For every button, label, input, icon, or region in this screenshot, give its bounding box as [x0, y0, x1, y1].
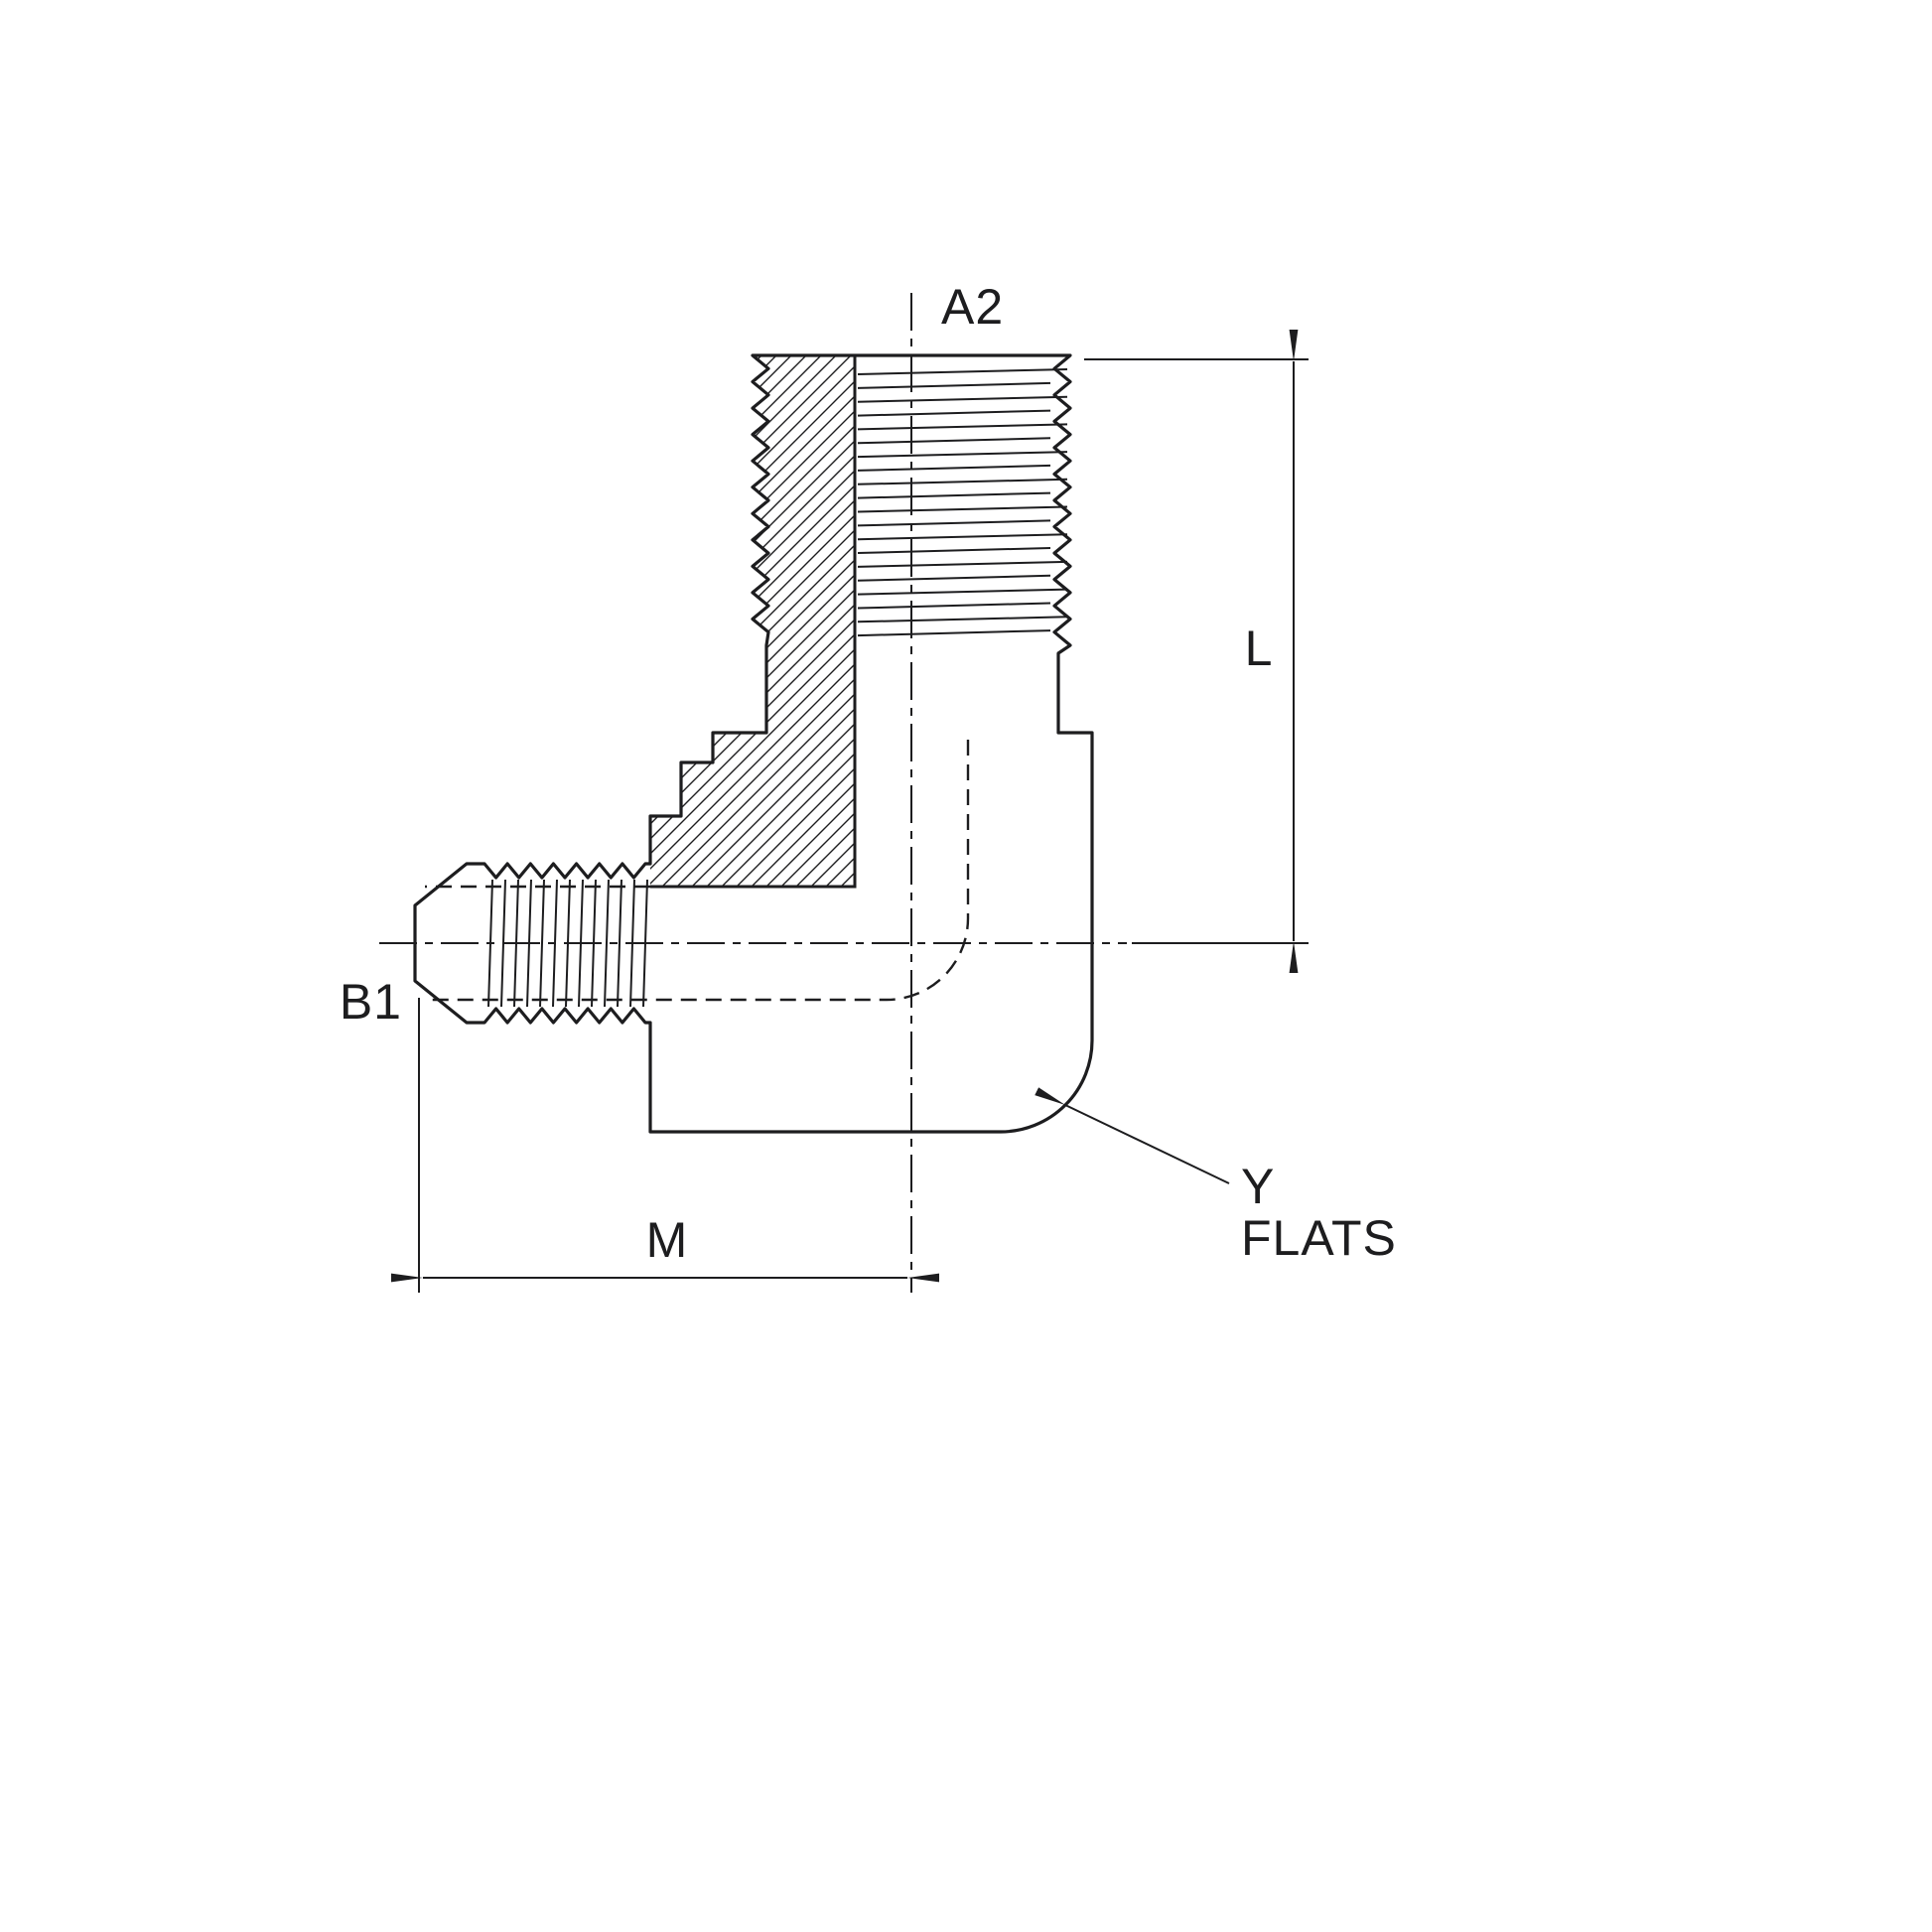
section-hatching: [650, 355, 855, 887]
fitting-outline: [413, 353, 1094, 1134]
flats-leader-line: [1035, 1087, 1230, 1184]
bore-section-lines: [650, 355, 857, 889]
label-b1: B1: [340, 974, 402, 1030]
extension-lines: [418, 358, 1309, 1293]
label-m: M: [646, 1212, 689, 1268]
npt-thread-lines: [857, 368, 1068, 637]
label-flats: FLATS: [1241, 1210, 1397, 1266]
label-y: Y: [1241, 1159, 1275, 1214]
label-a2: A2: [941, 279, 1004, 335]
label-l: L: [1245, 621, 1274, 676]
